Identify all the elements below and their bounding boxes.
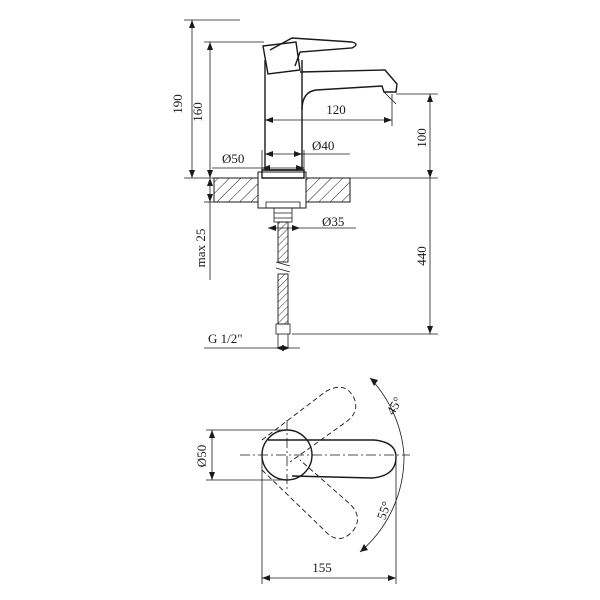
dimension-reach-120: 120 [264, 91, 397, 126]
label-diameter-35: Ø35 [322, 214, 344, 229]
label-190: 190 [170, 94, 185, 114]
label-440: 440 [414, 246, 429, 266]
label-diameter-50-plan: Ø50 [194, 445, 209, 467]
label-angle-45: 45° [383, 394, 405, 417]
dimension-shank-35: Ø35 [268, 214, 356, 231]
label-thread: G 1/2" [208, 331, 243, 346]
label-angle-55: 55° [374, 499, 394, 521]
lever-position-45 [261, 386, 357, 463]
label-120: 120 [326, 102, 346, 117]
dimension-height-190: 190 [170, 19, 240, 179]
lever-position-55 [261, 459, 358, 539]
mounting-shank [262, 201, 304, 223]
dimension-plan-50: Ø50 [194, 429, 288, 481]
dimension-thread: G 1/2" [204, 331, 300, 351]
dimension-max-25: max 25 [193, 178, 214, 280]
dimension-height-160: 160 [190, 41, 264, 178]
supply-hose [275, 221, 291, 348]
label-160: 160 [190, 102, 205, 122]
plan-view: 45° 55° Ø50 155 [194, 377, 410, 584]
angle-arc-55: 55° [359, 454, 405, 553]
base-circle [261, 429, 313, 481]
label-diameter-50-top: Ø50 [222, 151, 244, 166]
dimension-hose-440: 440 [292, 177, 438, 335]
side-elevation-view: 190 160 120 100 [170, 19, 438, 351]
lever-top [268, 439, 397, 479]
label-155: 155 [312, 560, 332, 575]
label-max-25: max 25 [193, 229, 208, 268]
dimension-height-100: 100 [396, 93, 438, 178]
dimension-width-155: 155 [261, 455, 397, 584]
dimension-base-diameters: Ø50 Ø40 [212, 138, 350, 171]
label-diameter-40: Ø40 [312, 138, 334, 153]
label-100: 100 [414, 128, 429, 148]
